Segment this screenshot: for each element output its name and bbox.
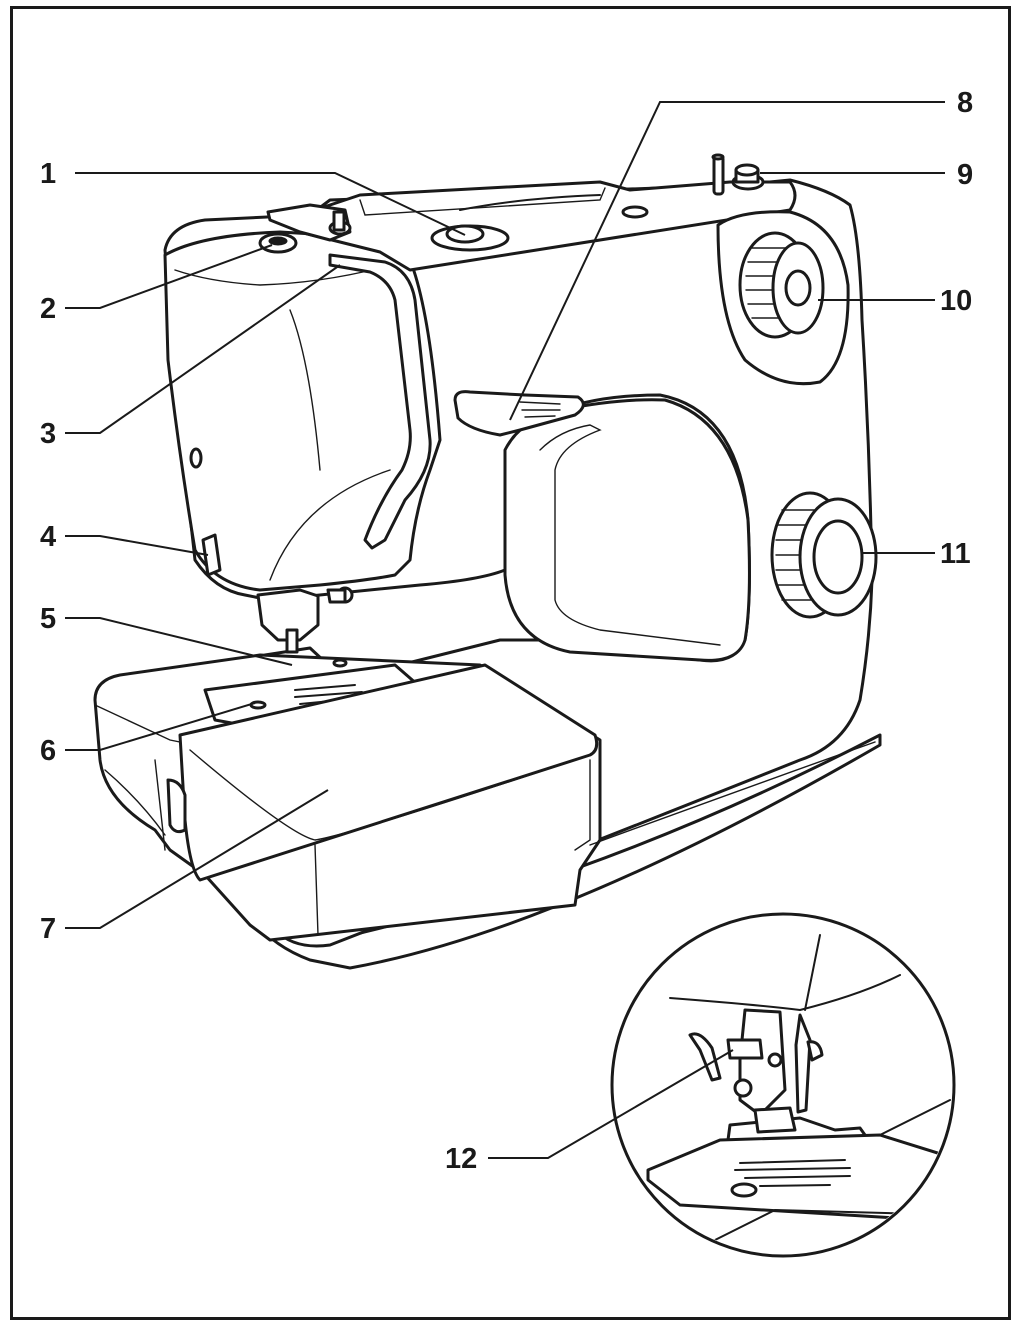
callout-labels: 1 2 3 4 5 6 7 8 9 10 11 12 [40,87,973,1175]
thread-cutter [201,533,222,577]
arm-opening [503,398,751,662]
callout-2: 2 [40,293,56,325]
leader-12 [488,1049,734,1159]
callout-4: 4 [40,521,56,553]
callout-7: 7 [40,913,56,945]
callout-11: 11 [940,538,971,570]
thread-guide [266,203,352,242]
leader-7 [65,789,329,929]
spool-pin [712,154,725,196]
stitch-length-dial [770,491,878,619]
leader-3 [65,264,341,434]
leader-5 [65,617,293,666]
callout-6: 6 [40,735,56,767]
reverse-stitch-lever [453,390,585,437]
callout-1: 1 [40,158,56,190]
callout-5: 5 [40,603,56,635]
callout-8: 8 [957,87,973,119]
callout-12: 12 [445,1143,477,1175]
top-plate [298,180,797,272]
leader-6 [65,702,256,751]
take-up-lever-slot [328,253,432,550]
callout-9: 9 [957,159,973,191]
callout-10: 10 [940,285,972,317]
leader-8 [509,101,945,421]
leader-2 [65,244,273,309]
needle-clamp [256,588,320,642]
leader-4 [65,535,209,556]
pattern-selector-dial [738,231,825,339]
callout-3: 3 [40,418,56,450]
sewing-machine-illustration [93,153,882,970]
leader-lines [65,101,945,1159]
leader-1 [75,172,466,236]
presser-foot-detail-inset [610,912,956,1258]
